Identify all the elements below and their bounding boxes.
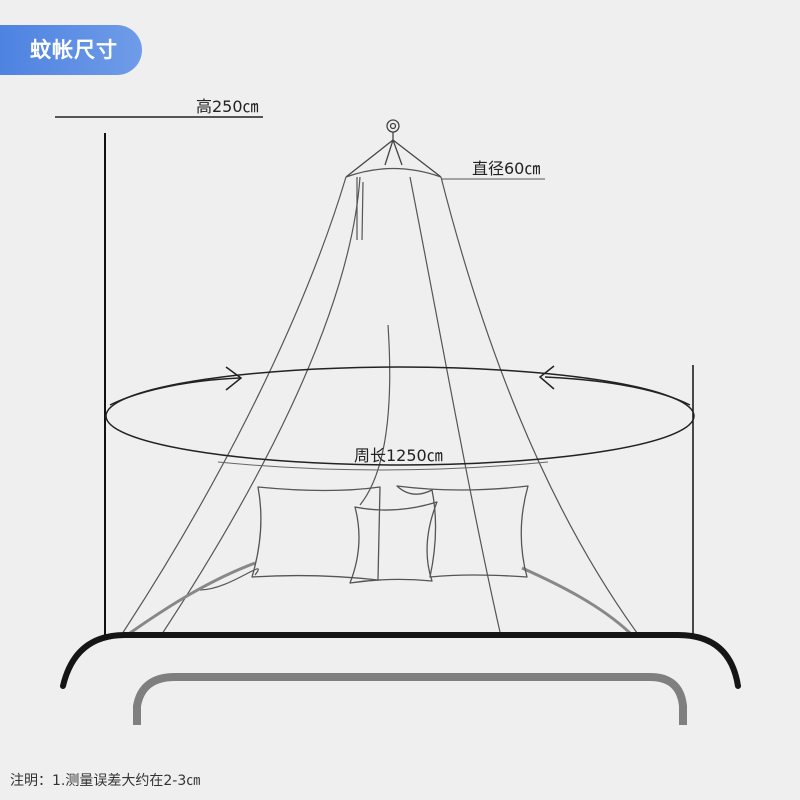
hook-icon: [345, 119, 442, 178]
top-ring: [345, 167, 442, 178]
arrow-left-icon: [538, 365, 691, 406]
footnote: 注明：1.测量误差大约在2-3㎝: [10, 773, 201, 789]
title-badge: 蚊帐尺寸: [0, 25, 142, 75]
bed-base: [133, 673, 687, 725]
perimeter-ellipse: [105, 366, 695, 466]
arrow-right-icon: [109, 366, 243, 406]
page-title: 蚊帐尺寸: [30, 38, 118, 62]
height-indicator: [55, 116, 263, 637]
perimeter-underline: [217, 461, 549, 471]
bed-side-curves: [129, 561, 632, 635]
pillows: [251, 485, 529, 584]
height-label: 高250㎝: [196, 97, 259, 116]
perimeter-label: 周长1250㎝: [354, 446, 443, 465]
net-drapes: [119, 176, 641, 638]
bed-frame: [60, 632, 741, 689]
diameter-label: 直径60㎝: [472, 159, 541, 178]
